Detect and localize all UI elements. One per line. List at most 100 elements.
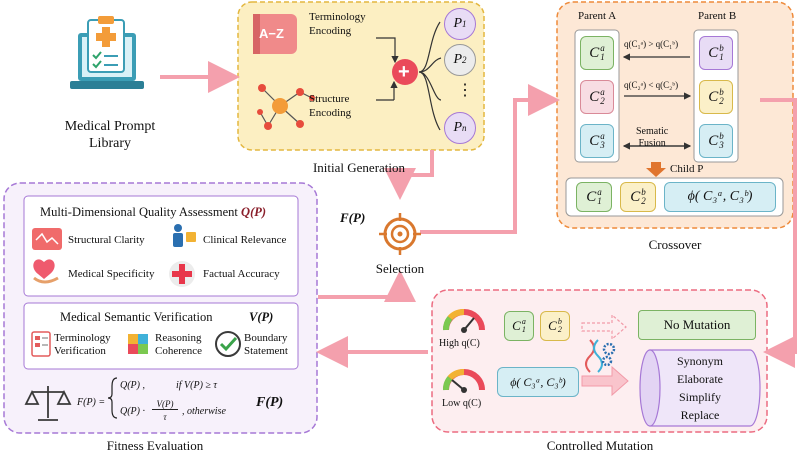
a-c2-sup: a (600, 87, 605, 97)
verification-title-text: Medical Semantic Verification (60, 310, 213, 324)
structure-encoding-label: Structure Encoding (309, 92, 351, 120)
mut-c2-c: C (548, 318, 557, 333)
structure-line2: Encoding (309, 107, 352, 119)
terminology-line2: Encoding (309, 25, 352, 37)
reasoning-coherence-icon (128, 334, 148, 354)
bound-line1: Boundary (244, 332, 288, 344)
b-c2-sub: 2 (719, 96, 724, 106)
combine-plus-icon (392, 59, 418, 85)
fitness-title: Fitness Evaluation (106, 438, 204, 453)
child-c2-sup: b (641, 187, 646, 197)
medical-specificity-icon (33, 259, 59, 284)
selection-fp: F(P) (340, 210, 366, 225)
clinical-relevance-icon (173, 224, 196, 247)
pn-text: P (453, 120, 463, 135)
high-gauge-icon (443, 309, 485, 333)
a-c1-sup: a (600, 43, 605, 53)
a-c3-c: C (589, 132, 600, 149)
structure-graph-icon (257, 84, 315, 130)
child-c2-c: C (630, 188, 641, 205)
quality-symbol: Q(P) (241, 205, 267, 219)
p2-sub: 2 (462, 55, 467, 65)
fusion-line1: Sematic (636, 126, 669, 137)
compare-1: q(C₁ᵃ) > q(C₁ᵇ) (624, 39, 679, 49)
no-mutation-box: No Mutation (638, 310, 756, 340)
reason-line2: Coherence (155, 345, 203, 357)
terminology-line1: Terminology (309, 11, 366, 23)
op-simplify: Simplify (678, 390, 721, 404)
case1-condition: if V(P) ≥ τ (176, 380, 218, 391)
parent-a-label: Parent A (578, 10, 617, 22)
mutation-arrow (581, 365, 629, 397)
a-c3-sup: a (600, 131, 605, 141)
a-c2-c: C (589, 88, 600, 105)
reason-line1: Reasoning (155, 332, 202, 344)
verification-symbol: V(P) (249, 310, 274, 324)
op-replace: Replace (680, 408, 720, 422)
b-c1-c: C (708, 44, 719, 61)
a-c1-sub: 1 (600, 52, 605, 62)
clipboard-laptop-icon (70, 16, 144, 89)
child-c1-sub: 1 (597, 196, 602, 206)
term-line1: Terminology (54, 332, 111, 344)
library-label: Medical Prompt Library (55, 118, 165, 152)
verification-title: Medical Semantic Verification (60, 310, 213, 325)
ellipsis-dots: ⋮ (457, 82, 473, 99)
op-synonym: Synonym (676, 354, 723, 368)
formula-lhs: F(P) = (77, 397, 106, 408)
quality-title-text: Multi-Dimensional Quality Assessment (40, 205, 238, 219)
child-p-label: Child P (670, 163, 704, 175)
terminology-book-icon (253, 14, 297, 54)
child-c1-sup: a (597, 187, 602, 197)
b-c2-c: C (708, 88, 719, 105)
arrow-crossover-mutation (760, 98, 797, 368)
child-c2-sub: 2 (641, 196, 646, 206)
term-line2: Verification (54, 345, 106, 357)
mutation-title: Controlled Mutation (546, 438, 654, 453)
a-c2-sub: 2 (600, 96, 605, 106)
terminology-verification-label: Terminology Verification (54, 332, 111, 358)
factual-accuracy-icon (169, 261, 195, 287)
p2-text: P (453, 52, 463, 67)
mut-c1-sub: 1 (521, 325, 526, 334)
mut-c3-fusion: ϕ( C₃ᵃ, C₃ᵇ) (497, 367, 579, 397)
mut-c1-sup: a (521, 317, 526, 326)
case1-value: Q(P) , (120, 380, 145, 391)
low-gauge-icon (443, 369, 485, 393)
arrow-initial-selection (384, 150, 434, 200)
no-mutation-arrow (581, 313, 627, 341)
case2-denominator: τ (163, 412, 167, 422)
clinical-relevance-label: Clinical Relevance (203, 234, 287, 246)
boundary-statement-label: Boundary Statement (244, 332, 288, 358)
boundary-statement-icon (215, 331, 241, 357)
mutation-ops-cylinder (639, 349, 761, 427)
terminology-verification-icon (31, 331, 51, 357)
child-c3-fusion: ϕ( C₃ᵃ, C₃ᵇ) (664, 182, 776, 212)
b-c3-sup: b (719, 131, 724, 141)
structural-clarity-icon (32, 228, 62, 250)
library-label-line1: Medical Prompt (64, 119, 156, 134)
arrow-fitness-selection (318, 270, 416, 302)
high-qc-label: High q(C) (439, 338, 480, 349)
mutation-ops-list: Synonym Elaborate Simplify Replace (660, 352, 740, 424)
crossover-title: Crossover (648, 237, 702, 252)
fusion-line2: Fusion (638, 138, 666, 149)
library-label-line2: Library (89, 136, 131, 151)
az-badge: A−Z (259, 26, 284, 41)
plus-symbol: + (398, 61, 410, 83)
p1-text: P (453, 16, 463, 31)
reasoning-coherence-label: Reasoning Coherence (155, 332, 202, 358)
b-c2-sup: b (719, 87, 724, 97)
child-arrow-icon (646, 162, 666, 177)
initial-generation-title: Initial Generation (312, 160, 406, 175)
a-c3-sub: 3 (600, 140, 605, 150)
b-c1-sub: 1 (719, 52, 724, 62)
factual-accuracy-label: Factual Accuracy (203, 268, 280, 280)
